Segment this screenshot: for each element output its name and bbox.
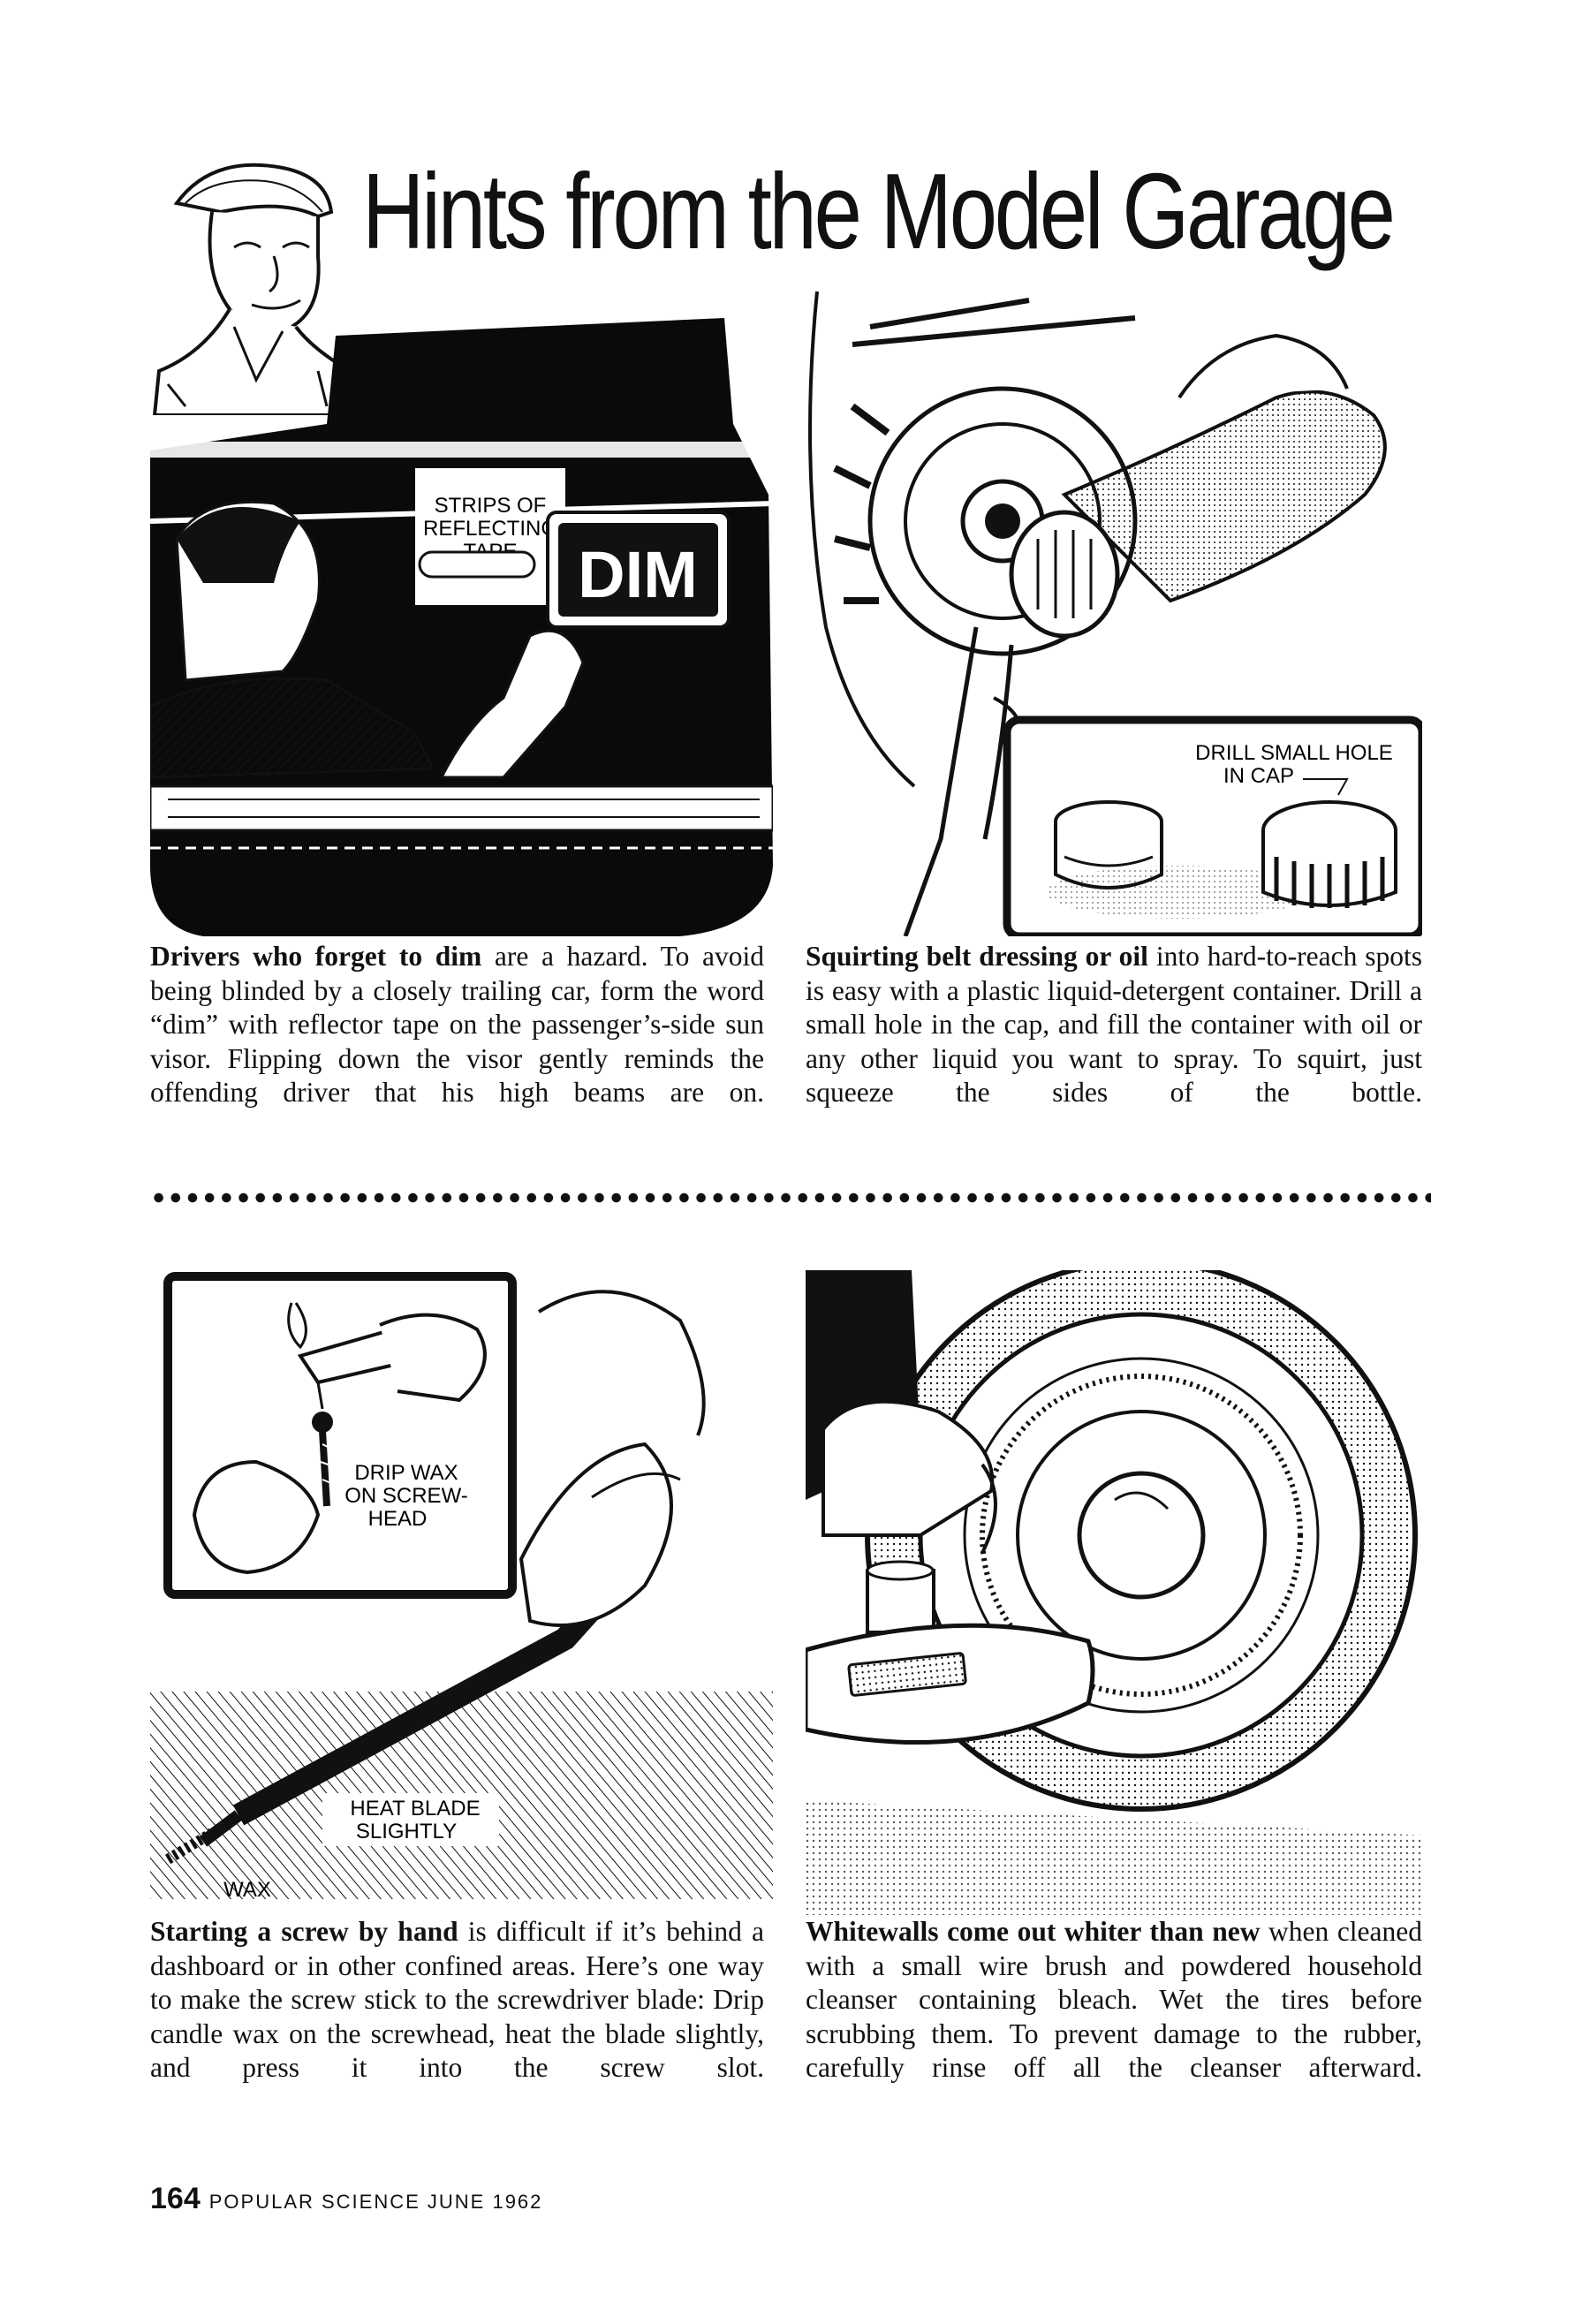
page-title: Hints from the Model Garage bbox=[362, 151, 1396, 271]
mechanic-portrait bbox=[152, 163, 347, 415]
screw-label-5: SLIGHTLY bbox=[356, 1820, 457, 1843]
belt-label-bot: IN CAP bbox=[1223, 764, 1294, 788]
screw-label-6: WAX bbox=[223, 1878, 271, 1902]
tip-screw-lead: Starting a screw by hand bbox=[150, 1916, 458, 1947]
tip-dim-paragraph: Drivers who forget to dim are a hazard. … bbox=[150, 940, 764, 1110]
screw-label-4: HEAT BLADE bbox=[350, 1797, 480, 1821]
tip-whitewall-lead: Whitewalls come out whiter than new bbox=[806, 1916, 1261, 1947]
dim-label-top: STRIPS OF bbox=[435, 494, 547, 518]
dotted-separator bbox=[150, 1192, 1431, 1203]
whitewall-illustration bbox=[806, 1270, 1422, 1915]
screw-label-1: DRIP WAX bbox=[354, 1461, 458, 1485]
dim-visor-illustration: STRIPS OF REFLECTING TAPE DIM bbox=[150, 318, 773, 936]
tip-belt-paragraph: Squirting belt dressing or oil into hard… bbox=[806, 940, 1422, 1110]
screw-label-3: HEAD bbox=[368, 1507, 428, 1531]
page-number: 164 bbox=[150, 2182, 201, 2215]
tip-whitewall-paragraph: Whitewalls come out whiter than new when… bbox=[806, 1915, 1422, 2086]
tip-belt-lead: Squirting belt dressing or oil bbox=[806, 941, 1148, 972]
tip-screw-body: is difficult if it’s behind a dashboard … bbox=[150, 1916, 764, 2083]
belt-label-top: DRILL SMALL HOLE bbox=[1195, 741, 1393, 765]
tip-whitewall-body: when cleaned with a small wire brush and… bbox=[806, 1916, 1423, 2083]
screwdriver-illustration: DRIP WAX ON SCREW- HEAD HEAT BLADE SLIGH… bbox=[150, 1272, 773, 1902]
tip-belt-body: into hard-to-reach spots is easy with a … bbox=[806, 941, 1422, 1108]
screw-label-2: ON SCREW- bbox=[344, 1484, 468, 1508]
tip-dim-lead: Drivers who forget to dim bbox=[150, 941, 482, 972]
tip-screw-paragraph: Starting a screw by hand is difficult if… bbox=[150, 1915, 764, 2086]
dim-label-mid: REFLECTING bbox=[423, 517, 557, 541]
belt-dressing-illustration: DRILL SMALL HOLE IN CAP bbox=[799, 291, 1422, 936]
tip-dim-body: are a hazard. To avoid being blinded by … bbox=[150, 941, 764, 1108]
page-footer: 164 POPULAR SCIENCE JUNE 1962 bbox=[150, 2182, 542, 2216]
dim-sign-text: DIM bbox=[578, 538, 698, 611]
publication-line: POPULAR SCIENCE JUNE 1962 bbox=[208, 2191, 543, 2213]
